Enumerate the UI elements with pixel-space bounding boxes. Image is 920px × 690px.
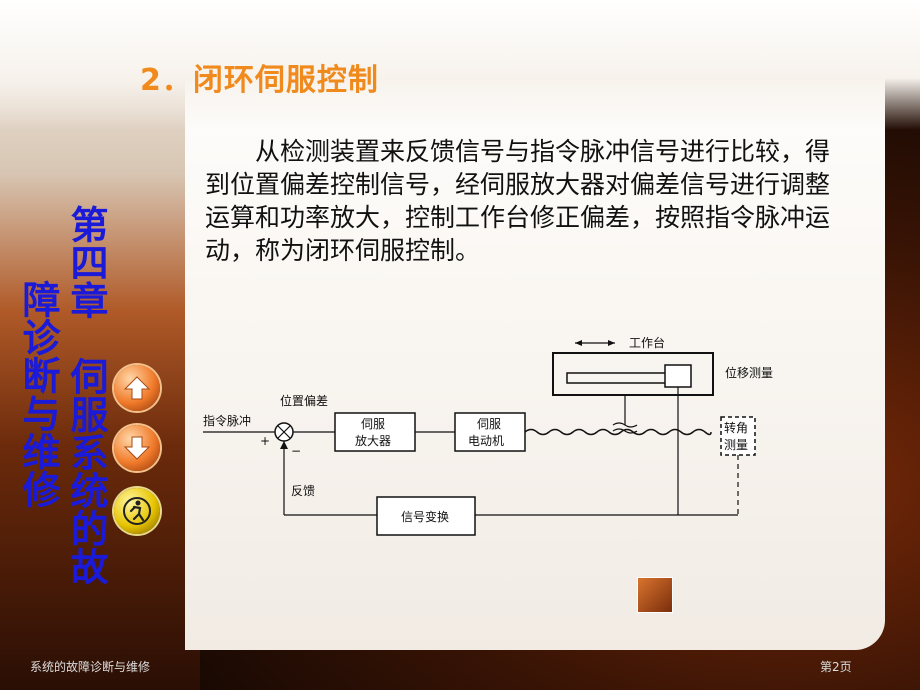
coupling-waves xyxy=(612,422,638,434)
servo-motor-box xyxy=(454,412,526,452)
worktable-box xyxy=(552,352,714,396)
signal-convert-box xyxy=(376,496,476,536)
feedback-arrow-head xyxy=(280,441,288,449)
angle-line1: 转角 xyxy=(724,420,748,435)
arrow-left-head xyxy=(575,340,582,346)
chapter-title-line1: 第四章 伺服系统的故 xyxy=(64,205,108,585)
position-measure-label: 位移测量 xyxy=(725,365,773,380)
position-error-label: 位置偏差 xyxy=(280,393,328,408)
angle-measure-box xyxy=(720,416,756,456)
servo-amp-line1: 伺服 xyxy=(361,417,385,431)
arrow-up-icon xyxy=(123,376,151,400)
exit-button[interactable] xyxy=(114,488,160,534)
plus-sign: + xyxy=(260,434,270,448)
top-banner xyxy=(0,0,920,130)
junction-cross-b xyxy=(277,425,291,439)
slide-paragraph: 从检测装置来反馈信号与指令脉冲信号进行比较，得到位置偏差控制信号，经伺服放大器对… xyxy=(205,137,831,265)
footer-left: 系统的故障诊断与维修 xyxy=(30,660,151,674)
slide-title: 2．闭环伺服控制 xyxy=(140,63,379,98)
page-number: 第2页 xyxy=(820,660,852,674)
position-sensor xyxy=(664,364,692,388)
exit-icon xyxy=(123,497,151,525)
worktable-label: 工作台 xyxy=(629,335,665,350)
feedback-label: 反馈 xyxy=(291,484,315,498)
lead-screw xyxy=(524,428,712,436)
previous-button[interactable] xyxy=(114,365,160,411)
arrow-down-icon xyxy=(123,436,151,460)
servo-motor-line1: 伺服 xyxy=(477,417,501,431)
media-player-icon[interactable] xyxy=(637,577,673,613)
angle-line2: 测量 xyxy=(724,438,748,452)
signal-convert-label: 信号变换 xyxy=(401,509,449,524)
closed-loop-servo-diagram: 工作台 位移测量 指令脉冲 + 位置偏差 伺服 放大器 伺服 电动机 转角 测量… xyxy=(203,335,773,536)
servo-motor-line2: 电动机 xyxy=(468,434,504,448)
chapter-title-line2: 障诊断与维修 xyxy=(16,280,60,508)
arrow-right-head xyxy=(608,340,615,346)
servo-amp-line2: 放大器 xyxy=(355,433,391,448)
next-button[interactable] xyxy=(114,425,160,471)
command-pulse-label: 指令脉冲 xyxy=(203,413,251,428)
minus-sign: − xyxy=(291,444,301,458)
